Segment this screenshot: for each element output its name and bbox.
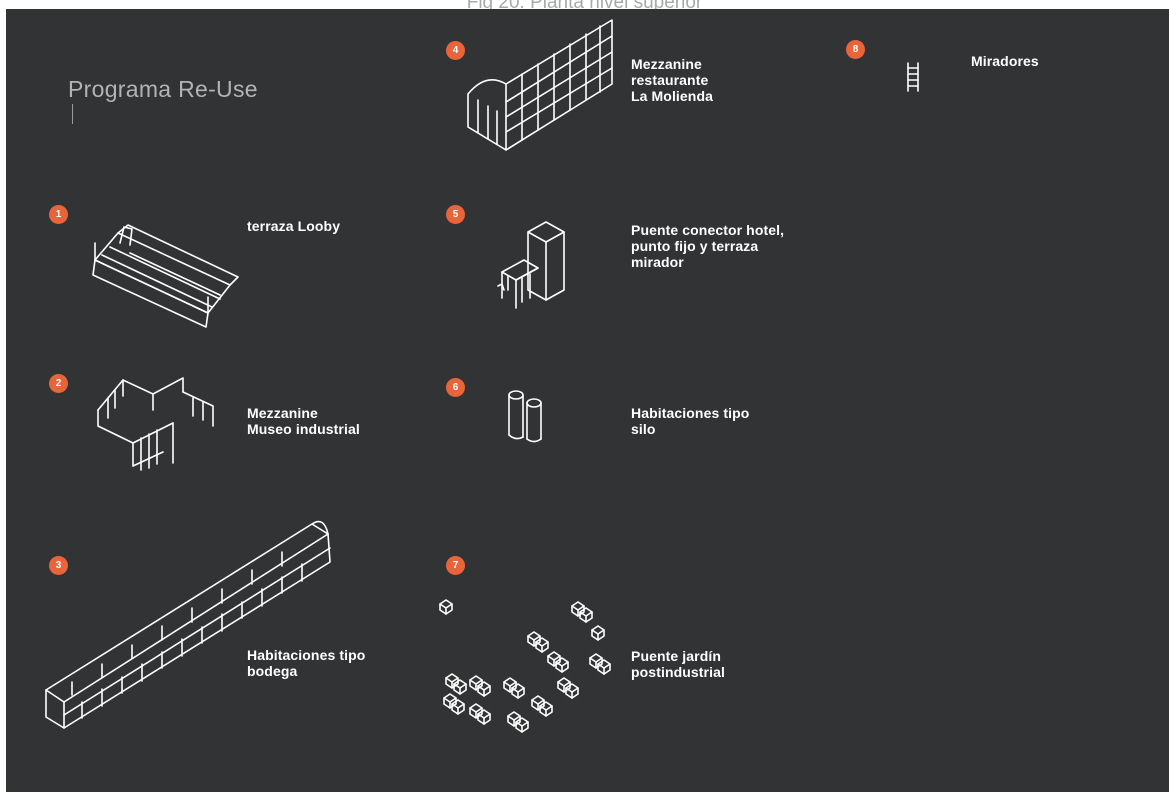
item-7-label: Puente jardín postindustrial — [631, 648, 725, 680]
garden-blocks-icon — [439, 599, 611, 733]
item-1-badge: 1 — [49, 205, 68, 224]
diagram-title: Programa Re-Use — [68, 76, 258, 102]
lookout-ladder-icon — [907, 62, 919, 92]
item-6-label: Habitaciones tipo silo — [631, 405, 750, 437]
museum-mezzanine-frame-icon — [97, 377, 214, 471]
item-5-badge: 5 — [446, 205, 465, 224]
item-3-badge: 3 — [49, 556, 68, 575]
connector-bridge-icon — [497, 221, 565, 309]
item-8-badge: 8 — [846, 40, 865, 59]
restaurant-mezzanine-frame-icon — [467, 19, 613, 151]
item-3-label: Habitaciones tipo bodega — [247, 647, 366, 679]
silo-cylinders-icon — [508, 390, 542, 443]
item-7-badge: 7 — [446, 556, 465, 575]
item-4-label: Mezzanine restaurante La Molienda — [631, 56, 713, 104]
item-4-badge: 4 — [446, 41, 465, 60]
warehouse-rooms-frame-icon — [45, 520, 331, 729]
item-2-label: Mezzanine Museo industrial — [247, 405, 360, 437]
item-2-badge: 2 — [49, 374, 68, 393]
item-8-label: Miradores — [971, 53, 1039, 69]
lobby-terrace-isometric-icon — [92, 224, 239, 328]
item-6-badge: 6 — [446, 378, 465, 397]
title-divider — [72, 104, 73, 124]
item-5-label: Puente conector hotel, punto fijo y terr… — [631, 222, 785, 270]
item-1-label: terraza Looby — [247, 218, 341, 234]
